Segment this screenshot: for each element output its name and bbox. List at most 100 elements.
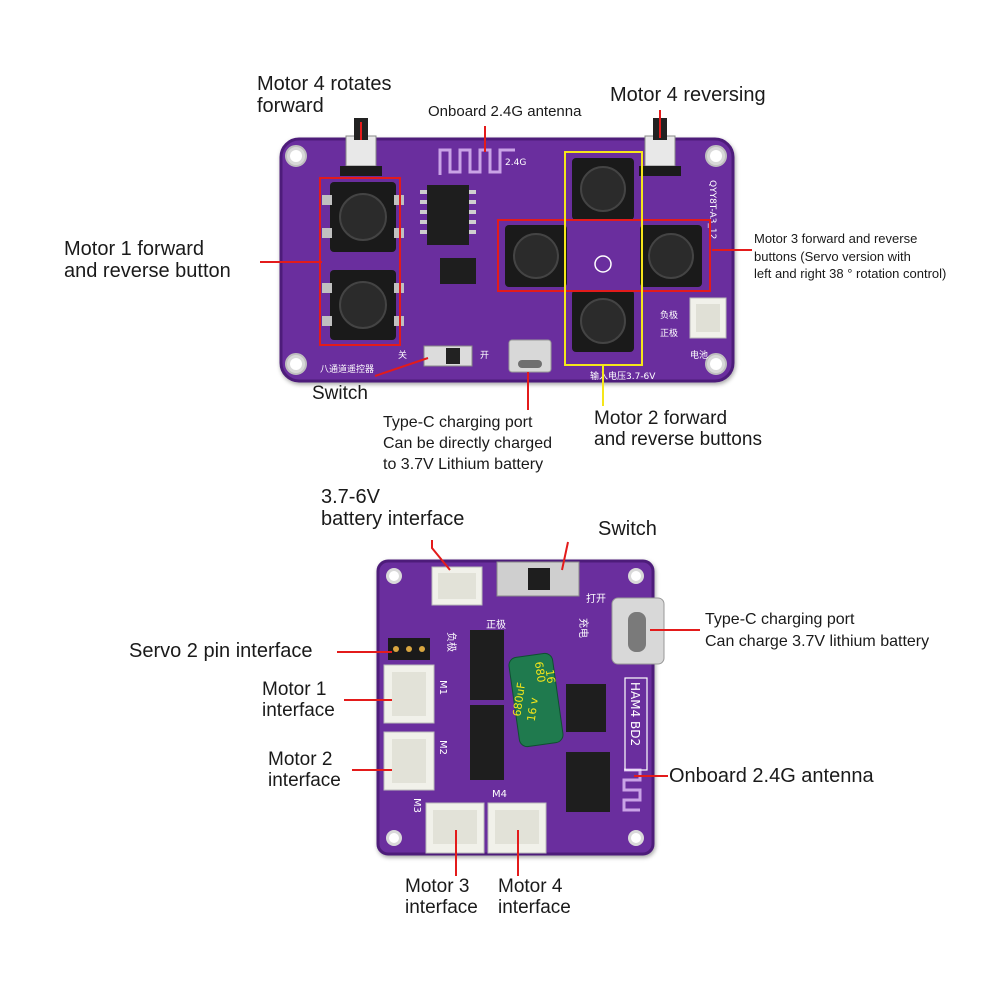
battery-interface-label: 3.7-6V battery interface bbox=[321, 486, 464, 531]
mounting-hole bbox=[628, 568, 644, 584]
mounting-hole bbox=[628, 830, 644, 846]
motor2-buttons-line1: Motor 2 forward bbox=[594, 408, 728, 429]
ic-chip bbox=[420, 185, 476, 245]
battery-connector bbox=[689, 297, 727, 339]
ic-chip bbox=[440, 258, 476, 284]
mcu-chip bbox=[566, 684, 606, 732]
ant-silk: 2.4G bbox=[505, 158, 526, 168]
m3-silk: M3 bbox=[411, 798, 422, 813]
motor1-reverse-button bbox=[322, 270, 404, 340]
bottom-board: 680 16 680uF 16 v HAM4 BD2 M1 M2 M3 M4 打… bbox=[376, 559, 665, 856]
model-silk: QYY8T-A3_12 bbox=[707, 180, 717, 239]
board-name-silk: 八通道遥控器 bbox=[320, 363, 374, 375]
voltage-silk: 输入电压3.7-6V bbox=[590, 370, 656, 382]
typec-label-top: Type-C charging port Can be directly cha… bbox=[383, 413, 552, 475]
neg-silk: 负极 bbox=[445, 632, 458, 652]
mounting-hole bbox=[386, 830, 402, 846]
charge-silk: 充电 bbox=[577, 618, 590, 638]
dpad-left-button bbox=[505, 225, 567, 287]
motor1-interface-line2: interface bbox=[262, 700, 335, 722]
motor2-connector bbox=[383, 731, 435, 791]
motor3-buttons-line3: left and right 38 ° rotation control) bbox=[754, 266, 947, 282]
motor3-interface-label: Motor 3 interface bbox=[405, 876, 478, 919]
antenna-label-bottom: Onboard 2.4G antenna bbox=[669, 765, 874, 787]
motor1-interface-label: Motor 1 interface bbox=[262, 679, 335, 722]
motor4-interface-line2: interface bbox=[498, 897, 571, 919]
pos-silk: 正极 bbox=[486, 618, 506, 631]
typec-port bbox=[508, 339, 552, 373]
antenna-label-top: Onboard 2.4G antenna bbox=[428, 103, 582, 120]
board-id-label: HAM4 BD2 bbox=[624, 677, 648, 771]
motor4-forward-line2: forward bbox=[257, 95, 324, 118]
power-switch bbox=[423, 345, 473, 367]
motor1-buttons-line2: and reverse button bbox=[64, 260, 231, 283]
dpad-right-button bbox=[640, 225, 702, 287]
switch-label-top: Switch bbox=[312, 383, 368, 404]
motor3-buttons-label: Motor 3 forward and reverse buttons (Ser… bbox=[754, 230, 946, 283]
motor3-interface-line2: interface bbox=[405, 897, 478, 919]
mounting-hole bbox=[705, 353, 727, 375]
typec-top-line1: Type-C charging port bbox=[383, 414, 533, 431]
mounting-hole bbox=[285, 145, 307, 167]
battery-interface-line1: 3.7-6V bbox=[321, 486, 380, 508]
servo-interface-label: Servo 2 pin interface bbox=[129, 640, 313, 662]
motor3-buttons-line1: Motor 3 forward and reverse bbox=[754, 231, 918, 246]
motor1-connector bbox=[383, 664, 435, 724]
mounting-hole bbox=[705, 145, 727, 167]
m4-silk: M4 bbox=[492, 789, 507, 800]
motor4-interface-line1: Motor 4 bbox=[498, 876, 563, 897]
motor1-buttons-label: Motor 1 forward and reverse button bbox=[64, 238, 231, 283]
motor2-interface-label: Motor 2 interface bbox=[268, 749, 341, 792]
motor1-interface-line1: Motor 1 bbox=[262, 679, 327, 700]
slide-switch bbox=[496, 561, 580, 597]
motor2-buttons-label: Motor 2 forward and reverse buttons bbox=[594, 408, 762, 451]
typec-bottom-line1: Type-C charging port bbox=[705, 611, 855, 628]
motor2-buttons-line2: and reverse buttons bbox=[594, 429, 762, 451]
dpad-down-button bbox=[572, 290, 634, 352]
top-board: 关 开 八通道遥控器 输入电压3.7-6V 负极 正极 电池 2.4G QYY8… bbox=[279, 118, 735, 383]
pos-silk: 正极 bbox=[660, 327, 678, 339]
motor4-forward-line1: Motor 4 rotates bbox=[257, 73, 392, 95]
capacitor-value-1: 680 bbox=[532, 661, 548, 684]
switch-on-silk: 开 bbox=[480, 350, 489, 361]
svg-text:HAM4 BD2: HAM4 BD2 bbox=[628, 682, 642, 746]
motor4-reverse-label: Motor 4 reversing bbox=[610, 84, 766, 106]
capacitor-value-4: 16 v bbox=[525, 696, 541, 722]
top-leader-lines bbox=[260, 110, 752, 410]
typec-label-bottom: Type-C charging port Can charge 3.7V lit… bbox=[705, 609, 929, 654]
switch-off-silk: 关 bbox=[398, 349, 407, 361]
antenna-trace bbox=[438, 148, 515, 175]
typec-top-line2: Can be directly charged bbox=[383, 434, 552, 452]
mounting-hole bbox=[285, 353, 307, 375]
motor2-interface-line2: interface bbox=[268, 770, 341, 792]
motor4-forward-label: Motor 4 rotates forward bbox=[257, 73, 392, 118]
open-silk: 打开 bbox=[586, 592, 606, 605]
battery-interface-line2: battery interface bbox=[321, 508, 465, 531]
motor1-forward-button bbox=[322, 182, 404, 252]
typec-bottom-line2: Can charge 3.7V lithium battery bbox=[705, 633, 930, 651]
m2-silk: M2 bbox=[437, 740, 448, 755]
capacitor: 680 16 680uF 16 v bbox=[508, 652, 564, 748]
battery-interface-connector bbox=[431, 566, 483, 606]
motor3-buttons-line2: buttons (Servo version with bbox=[754, 248, 911, 264]
motor4-interface-label: Motor 4 interface bbox=[498, 876, 571, 919]
servo-pin-header bbox=[388, 638, 430, 660]
neg-silk: 负极 bbox=[660, 309, 678, 321]
dpad-up-button bbox=[572, 158, 634, 220]
motor-driver-chip bbox=[470, 630, 504, 780]
motor4-forward-switch bbox=[340, 118, 382, 176]
mounting-hole bbox=[386, 568, 402, 584]
motor3-interface-line1: Motor 3 bbox=[405, 876, 470, 897]
motor3-highlight-box bbox=[497, 219, 711, 292]
bottom-leader-lines bbox=[337, 540, 700, 876]
typec-top-line3: to 3.7V Lithium battery bbox=[383, 455, 544, 473]
motor2-interface-line1: Motor 2 bbox=[268, 749, 333, 770]
motor1-buttons-line1: Motor 1 forward bbox=[64, 238, 205, 260]
capacitor-value-2: 16 bbox=[543, 669, 558, 685]
capacitor-value-3: 680uF bbox=[510, 682, 528, 718]
battery-silk: 电池 bbox=[690, 349, 708, 361]
switch-label-bottom: Switch bbox=[598, 518, 657, 540]
m1-silk: M1 bbox=[437, 680, 448, 695]
rf-chip bbox=[566, 752, 610, 812]
